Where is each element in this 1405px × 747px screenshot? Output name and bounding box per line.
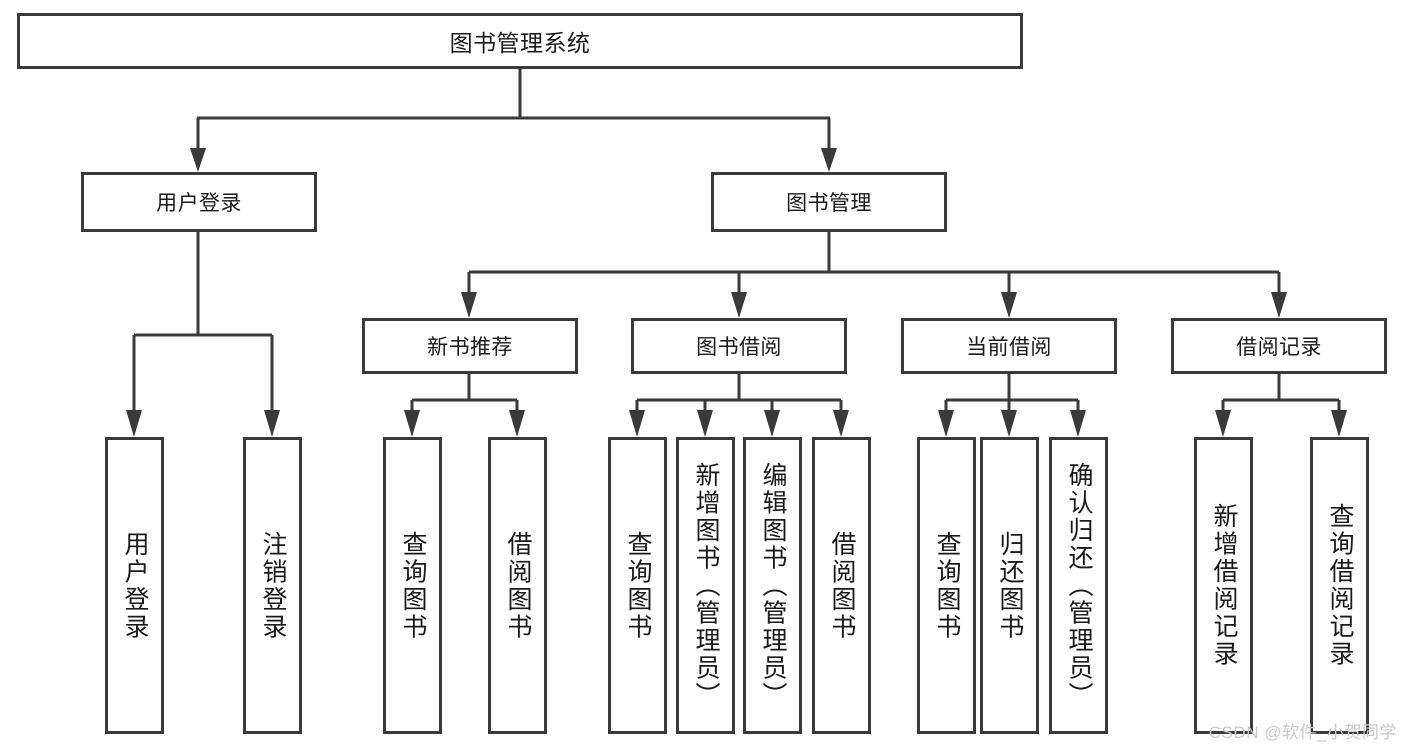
arrowhead-book-borrow [731, 292, 747, 318]
leaf-current-borrow-return[interactable]: 归还图书 [980, 437, 1039, 734]
node-label: 借阅图书 [828, 530, 856, 641]
arrowhead-book-borrow-leaf4 [833, 410, 849, 437]
node-label: 借阅图书 [504, 530, 532, 641]
leaf-user-login-logout[interactable]: 注销登录 [243, 437, 302, 734]
arrowhead-user-login-leaf2 [264, 410, 280, 437]
node-label: 新增图书（管理员） [692, 461, 720, 710]
node-label: 编辑图书（管理员） [759, 461, 787, 710]
arrowhead-current-borrow-leaf2 [1001, 410, 1017, 437]
node-book-management[interactable]: 图书管理 [711, 172, 947, 232]
arrowhead-book-borrow-leaf1 [629, 410, 645, 437]
node-user-login[interactable]: 用户登录 [81, 172, 317, 232]
node-label: 借阅记录 [1236, 336, 1322, 359]
leaf-new-book-borrow[interactable]: 借阅图书 [488, 437, 547, 734]
node-label: 归还图书 [996, 530, 1024, 641]
leaf-user-login-login[interactable]: 用户登录 [105, 437, 164, 734]
leaf-book-borrow-edit[interactable]: 编辑图书（管理员） [743, 437, 802, 734]
arrowhead-new-book-leaf2 [509, 410, 525, 437]
node-current-borrow[interactable]: 当前借阅 [901, 318, 1117, 374]
node-book-borrow[interactable]: 图书借阅 [631, 318, 847, 374]
node-label: 查询图书 [624, 530, 652, 641]
node-label: 查询图书 [933, 530, 961, 641]
arrowhead-book-borrow-leaf3 [764, 410, 780, 437]
arrowhead-book-manage [821, 148, 837, 172]
leaf-book-borrow-add[interactable]: 新增图书（管理员） [676, 437, 735, 734]
leaf-new-book-query[interactable]: 查询图书 [383, 437, 442, 734]
leaf-current-borrow-confirm-return[interactable]: 确认归还（管理员） [1049, 437, 1108, 734]
arrowhead-user-login-leaf1 [126, 410, 142, 437]
leaf-current-borrow-query[interactable]: 查询图书 [917, 437, 976, 734]
leaf-book-borrow-query[interactable]: 查询图书 [608, 437, 667, 734]
node-label: 图书管理系统 [449, 30, 591, 56]
arrowhead-current-borrow-leaf3 [1070, 410, 1086, 437]
node-label: 图书借阅 [696, 336, 782, 359]
node-label: 查询图书 [399, 530, 427, 641]
arrowhead-borrow-record-leaf1 [1215, 410, 1231, 437]
leaf-book-borrow-borrow[interactable]: 借阅图书 [812, 437, 871, 734]
node-label: 图书管理 [786, 192, 872, 215]
node-new-book-recommend[interactable]: 新书推荐 [362, 318, 578, 374]
arrowhead-borrow-record [1271, 292, 1287, 318]
node-label: 新增借阅记录 [1210, 503, 1238, 668]
node-label: 确认归还（管理员） [1065, 461, 1093, 710]
arrowhead-new-book [461, 292, 477, 318]
node-label: 当前借阅 [966, 336, 1052, 359]
node-system-root[interactable]: 图书管理系统 [17, 13, 1023, 69]
arrowhead-user-login [190, 148, 206, 172]
arrowhead-new-book-leaf1 [404, 410, 420, 437]
node-label: 查询借阅记录 [1326, 503, 1354, 668]
node-label: 用户登录 [121, 530, 149, 641]
node-label: 注销登录 [259, 530, 287, 641]
node-label: 新书推荐 [427, 336, 513, 359]
leaf-borrow-record-query[interactable]: 查询借阅记录 [1310, 437, 1369, 734]
node-label: 用户登录 [156, 192, 242, 215]
csdn-watermark: CSDN @软件_小贺同学 [1208, 723, 1397, 742]
arrowhead-book-borrow-leaf2 [697, 410, 713, 437]
arrowhead-borrow-record-leaf2 [1331, 410, 1347, 437]
arrowhead-current-borrow [1001, 292, 1017, 318]
leaf-borrow-record-add[interactable]: 新增借阅记录 [1194, 437, 1253, 734]
arrowhead-current-borrow-leaf1 [938, 410, 954, 437]
node-borrow-record[interactable]: 借阅记录 [1171, 318, 1387, 374]
